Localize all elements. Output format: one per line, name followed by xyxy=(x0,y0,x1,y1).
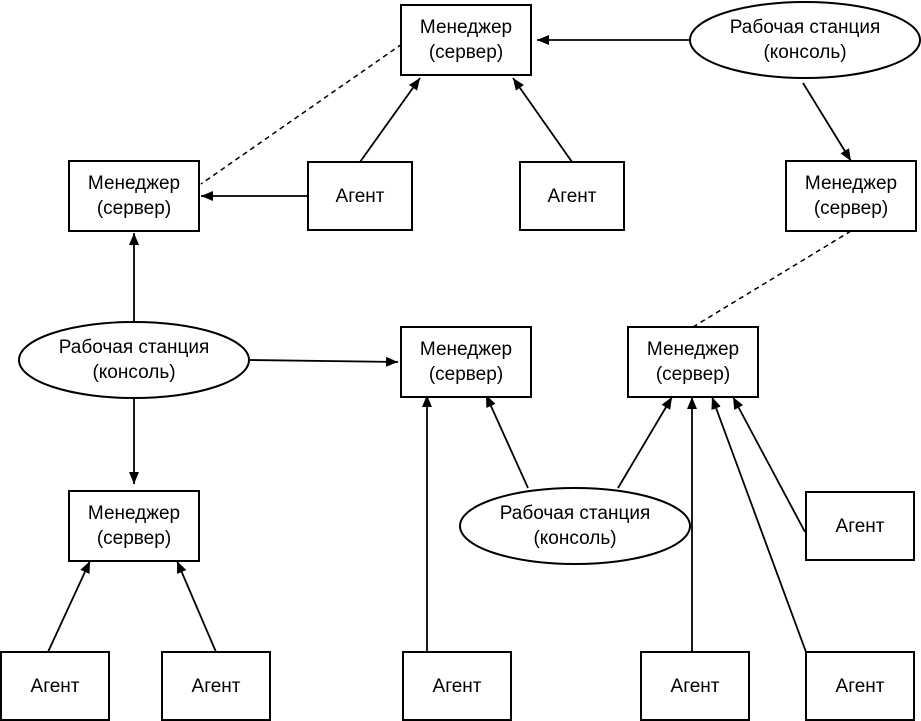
manager-sublabel: (сервер) xyxy=(429,364,503,385)
workstation-ellipse xyxy=(18,321,250,399)
agent-label: Агент xyxy=(548,186,597,207)
workstation-label: Рабочая станция xyxy=(59,337,210,358)
arrow-a3-to-m5 xyxy=(47,560,91,653)
agent-box xyxy=(307,161,413,231)
agent-box xyxy=(805,651,915,721)
arrow-w1-to-m3 xyxy=(802,82,852,162)
agent-a5: Агент xyxy=(402,651,512,721)
manager-box xyxy=(400,4,532,76)
dashed-link-m3-to-m6 xyxy=(692,230,852,328)
agent-label: Агент xyxy=(836,516,885,537)
arrow-a2-to-m1 xyxy=(512,77,573,163)
manager-server-m6: Менеджер (сервер) xyxy=(627,326,759,398)
agent-a1: Агент xyxy=(307,161,413,231)
agent-box xyxy=(161,651,271,721)
agent-label: Агент xyxy=(31,676,80,697)
manager-server-m1: Менеджер (сервер) xyxy=(400,4,532,76)
agent-a6: Агент xyxy=(640,651,750,721)
agent-label: Агент xyxy=(836,676,885,697)
workstation-console-w1: Рабочая станция (консоль) xyxy=(689,1,921,79)
arrow-a8-to-m6 xyxy=(711,396,807,653)
manager-box xyxy=(68,490,200,562)
arrow-a7-to-m6 xyxy=(732,396,806,533)
connections xyxy=(47,35,852,653)
manager-server-m2: Менеджер (сервер) xyxy=(68,160,200,232)
agent-label: Агент xyxy=(433,676,482,697)
workstation-label: Рабочая станция xyxy=(730,17,881,38)
workstation-console-w2: Рабочая станция (консоль) xyxy=(18,321,250,399)
arrow-a4-to-m5 xyxy=(176,560,217,653)
manager-label: Менеджер xyxy=(88,173,180,194)
workstation-label: Рабочая станция xyxy=(500,503,651,524)
manager-label: Менеджер xyxy=(420,17,512,38)
agent-box xyxy=(0,651,110,721)
agent-box xyxy=(402,651,512,721)
manager-server-m5: Менеджер (сервер) xyxy=(68,490,200,562)
arrow-a1-to-m1 xyxy=(359,77,421,163)
manager-sublabel: (сервер) xyxy=(814,198,888,219)
arrow-w3-to-m6 xyxy=(617,396,673,489)
workstation-ellipse xyxy=(459,487,691,565)
manager-label: Менеджер xyxy=(805,173,897,194)
workstation-sublabel: (консоль) xyxy=(533,528,616,549)
manager-sublabel: (сервер) xyxy=(97,198,171,219)
manager-box xyxy=(785,160,917,232)
workstation-sublabel: (консоль) xyxy=(763,42,846,63)
manager-label: Менеджер xyxy=(88,503,180,524)
workstation-console-w3: Рабочая станция (консоль) xyxy=(459,487,691,565)
arrow-w2-to-m4 xyxy=(248,356,399,367)
agent-label: Агент xyxy=(671,676,720,697)
agent-label: Агент xyxy=(192,676,241,697)
manager-sublabel: (сервер) xyxy=(97,528,171,549)
manager-sublabel: (сервер) xyxy=(429,42,503,63)
manager-server-m3: Менеджер (сервер) xyxy=(785,160,917,232)
agent-a8: Агент xyxy=(805,651,915,721)
manager-box xyxy=(68,160,200,232)
dashed-link-m1-to-m2 xyxy=(200,43,403,185)
manager-label: Менеджер xyxy=(420,339,512,360)
arrow-w3-to-m4 xyxy=(485,394,529,489)
manager-sublabel: (сервер) xyxy=(656,364,730,385)
agent-box xyxy=(640,651,750,721)
agent-box xyxy=(519,161,625,231)
agent-box xyxy=(805,491,915,561)
agent-a7: Агент xyxy=(805,491,915,561)
manager-server-m4: Менеджер (сервер) xyxy=(400,326,532,398)
agent-a2: Агент xyxy=(519,161,625,231)
manager-label: Менеджер xyxy=(647,339,739,360)
manager-box xyxy=(627,326,759,398)
agent-label: Агент xyxy=(336,186,385,207)
agent-a4: Агент xyxy=(161,651,271,721)
workstation-ellipse xyxy=(689,1,921,79)
workstation-sublabel: (консоль) xyxy=(92,362,175,383)
manager-box xyxy=(400,326,532,398)
agent-a3: Агент xyxy=(0,651,110,721)
